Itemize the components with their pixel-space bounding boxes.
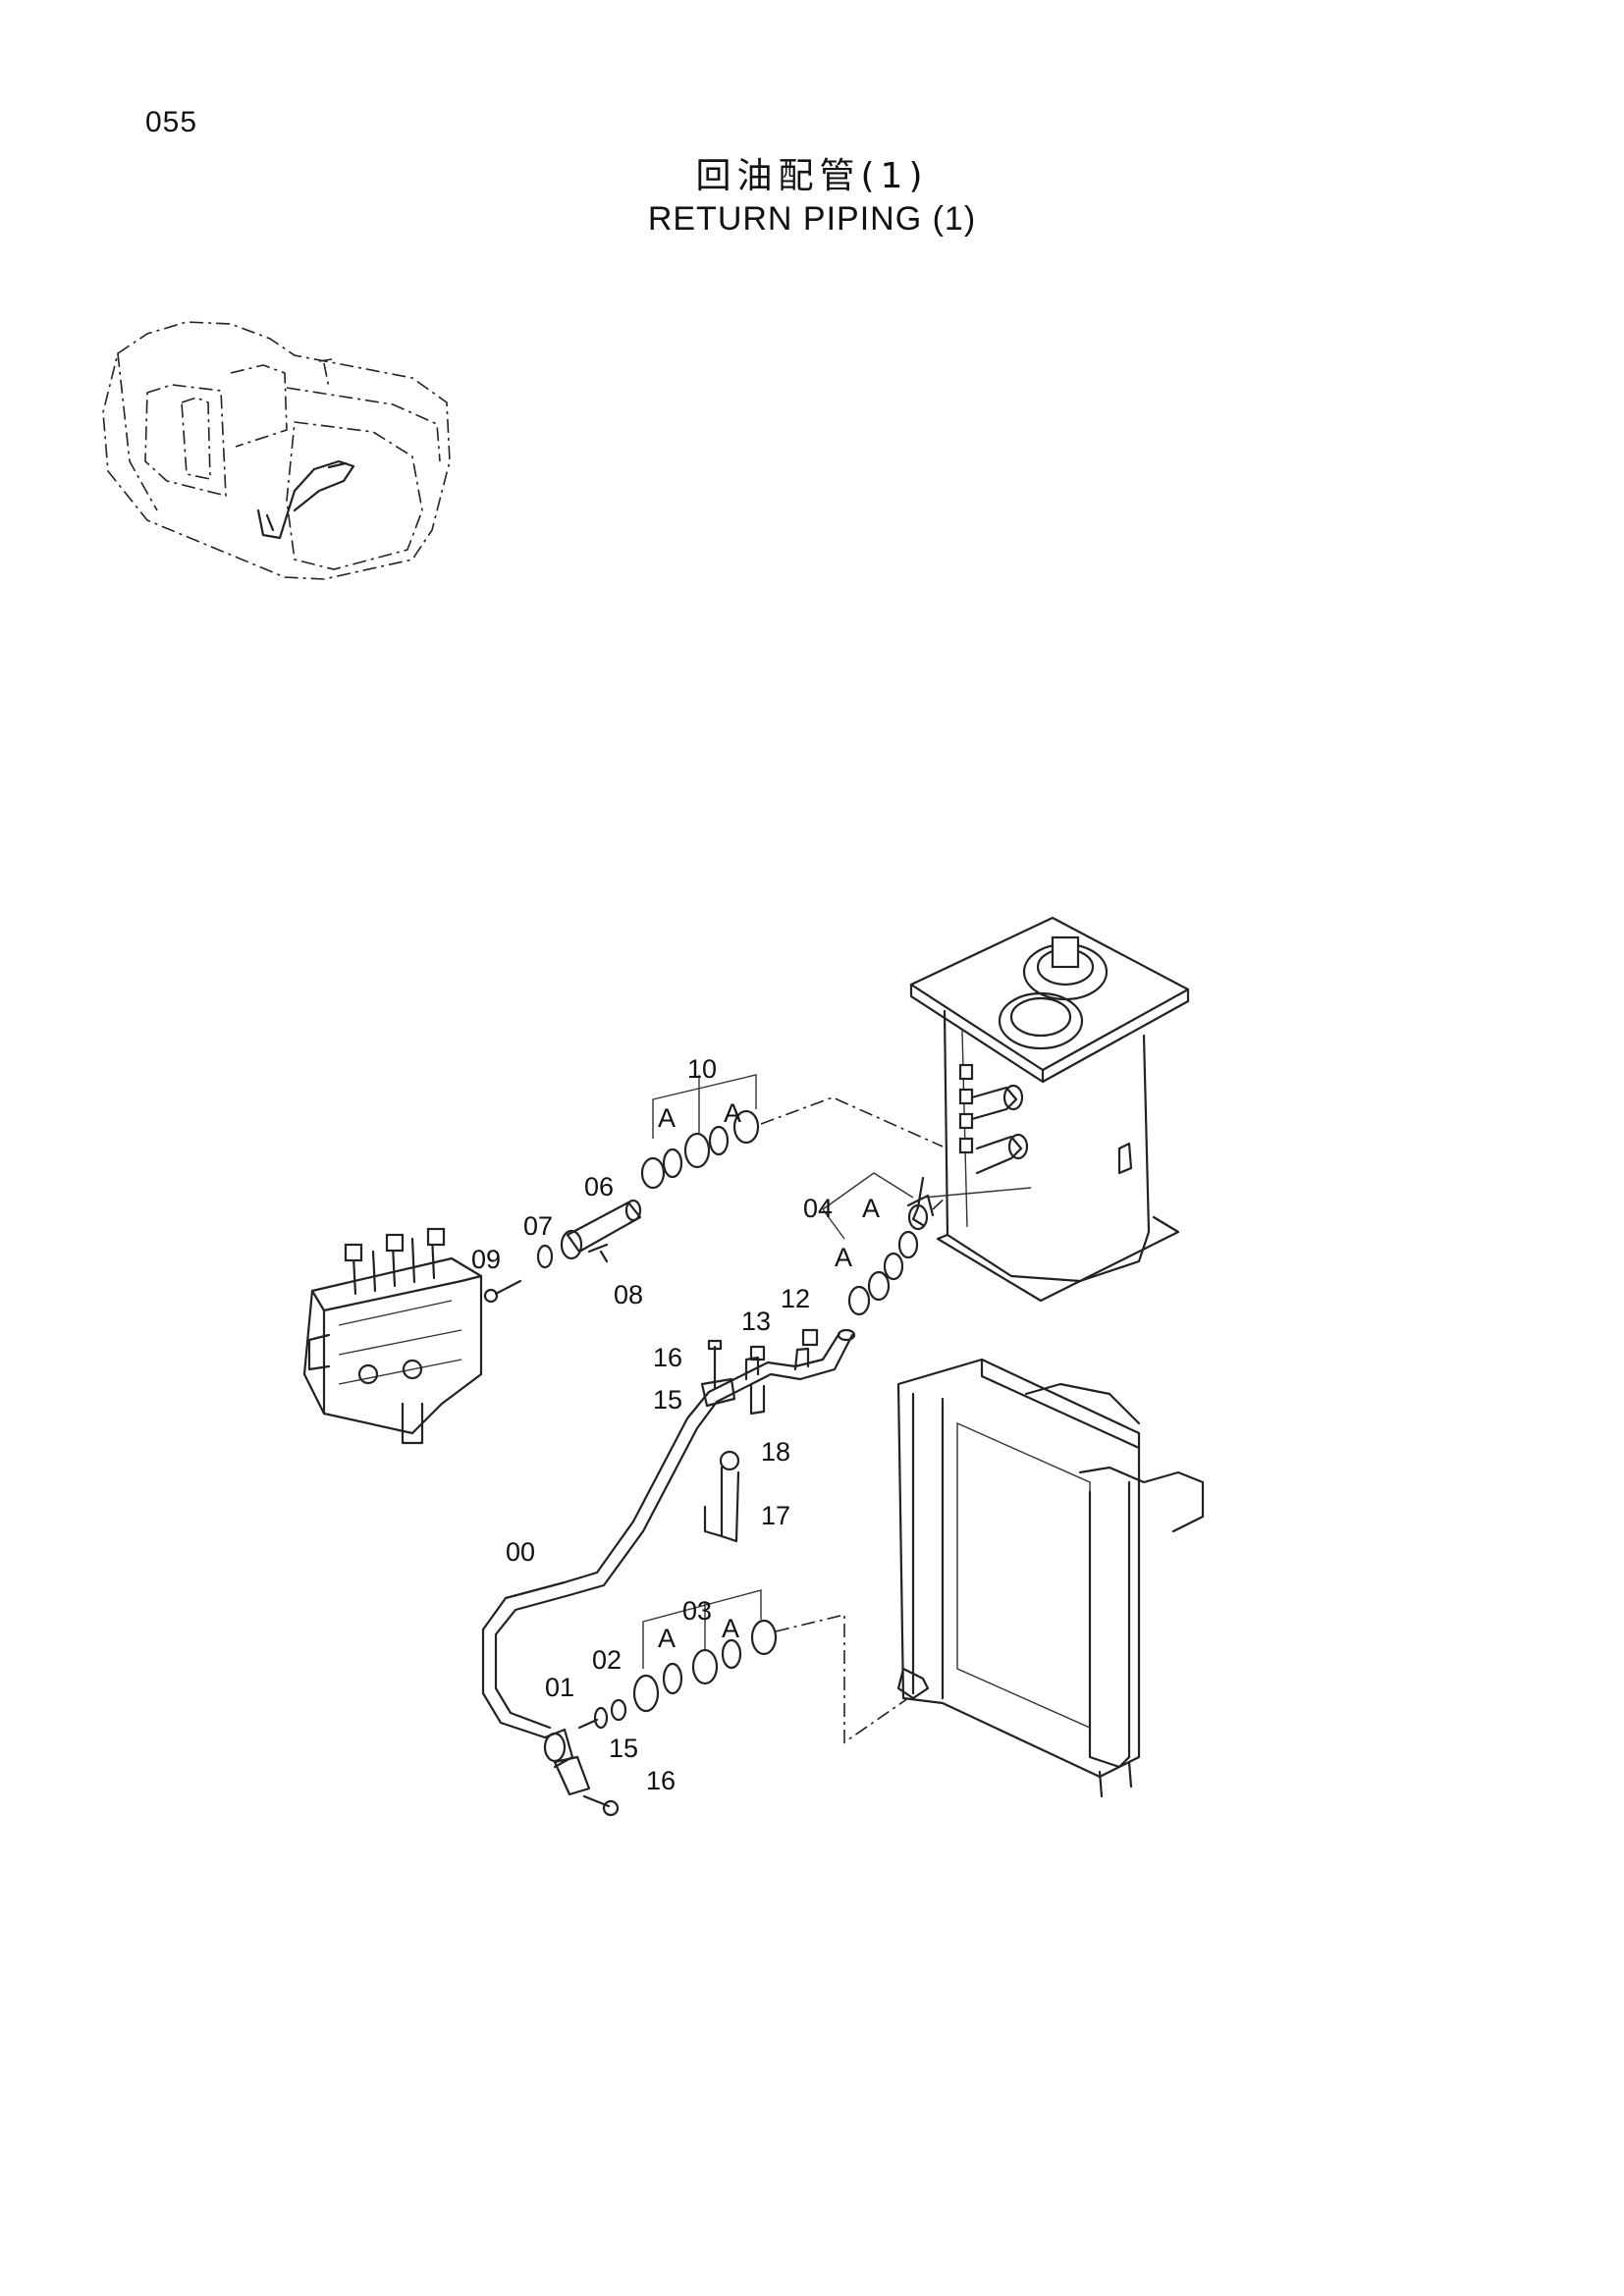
part-label-17: 17 [761,1501,790,1530]
part-label-04: 04 [803,1194,833,1223]
part-label-00: 00 [506,1537,535,1567]
part-label-09: 09 [471,1245,501,1274]
part-label-08: 08 [614,1280,643,1309]
part-label-13: 13 [741,1307,771,1336]
part-label-01: 01 [545,1673,574,1702]
control-valve-illustration [302,1227,483,1445]
detail-mark-a: A [835,1243,852,1272]
part-label-10: 10 [687,1054,717,1084]
detail-mark-a: A [658,1103,676,1133]
page-title-chinese: 回油配管(1) [695,156,929,196]
part-label-07: 07 [523,1211,553,1241]
part-label-16-lower: 16 [646,1766,676,1795]
part-number-labels: 10 06 07 09 08 04 12 13 16 15 18 17 00 0… [471,1054,833,1795]
detail-marks: A A A A A A [658,1098,880,1653]
page-title-english: RETURN PIPING (1) [647,200,977,238]
part-label-12: 12 [781,1284,810,1313]
hydraulic-tank-illustration [909,916,1190,1303]
part-label-16-upper: 16 [653,1343,682,1372]
part-label-06: 06 [584,1172,614,1201]
return-pipe-assembly [481,1074,1032,1817]
page-number: 055 [145,106,198,138]
oil-cooler-illustration [896,1358,1205,1798]
excavator-locator-illustration [102,321,451,580]
detail-mark-a: A [722,1614,739,1643]
detail-mark-a: A [862,1194,880,1223]
part-label-02: 02 [592,1645,622,1675]
detail-mark-a: A [658,1624,676,1653]
part-label-15-upper: 15 [653,1385,682,1415]
part-label-18: 18 [761,1437,790,1467]
detail-mark-a: A [724,1098,741,1128]
part-label-15-lower: 15 [609,1734,638,1763]
part-label-03: 03 [682,1596,712,1626]
